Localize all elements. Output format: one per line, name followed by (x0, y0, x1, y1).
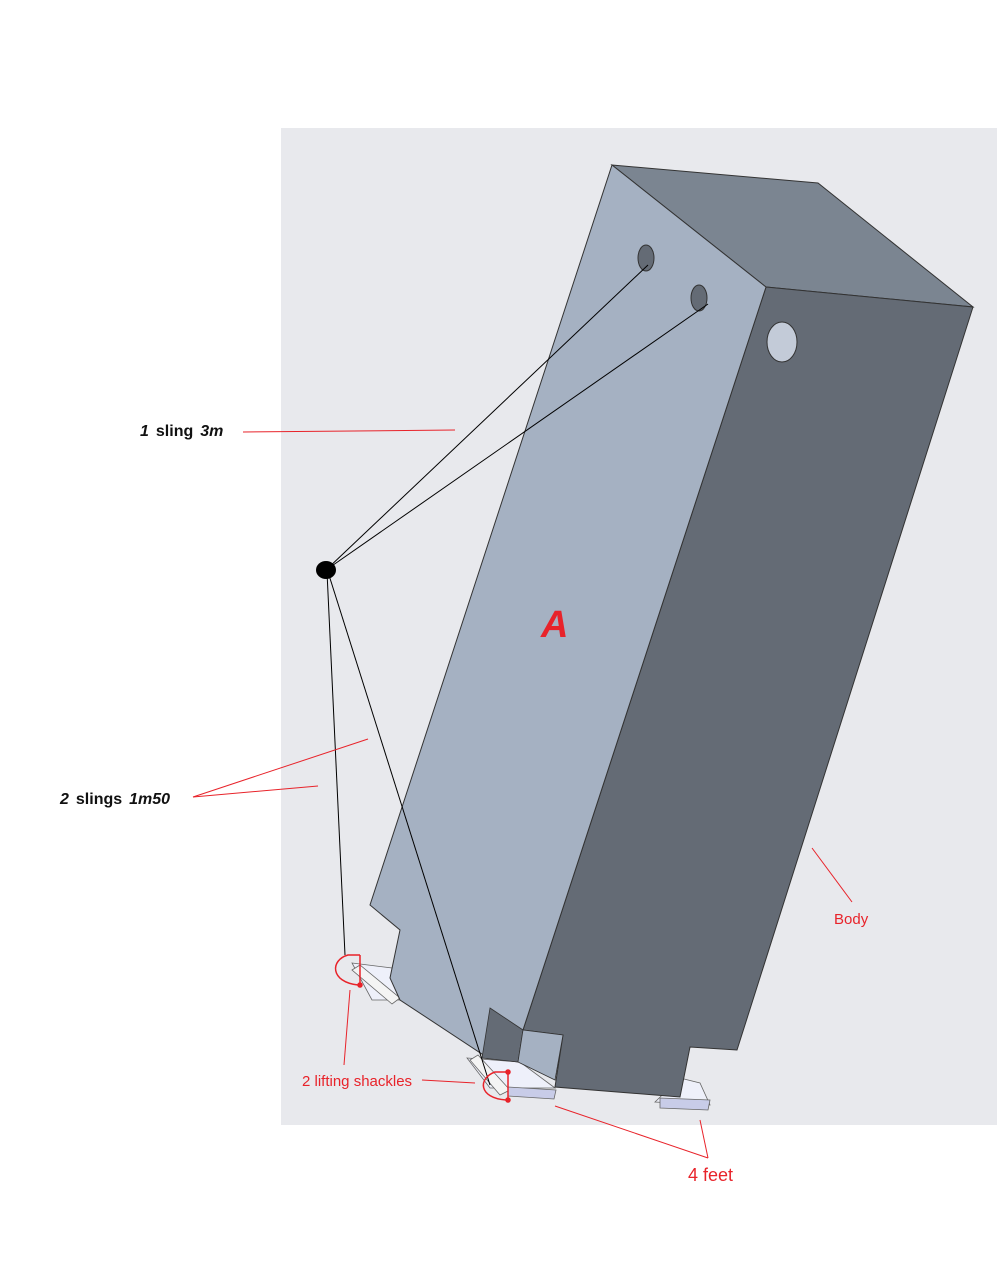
sling-word: sling (155, 423, 194, 440)
sling-length: 3m (200, 423, 224, 440)
sling-count: 1 (140, 423, 149, 440)
feet-label: 4 feet (688, 1165, 734, 1185)
slings (325, 264, 709, 1086)
sling-hole-1 (637, 244, 655, 272)
slings-count: 2 (60, 791, 69, 808)
shackles (334, 954, 511, 1103)
hook-point (316, 561, 336, 579)
side-hole (766, 321, 798, 363)
slings-length: 1m50 (129, 791, 171, 808)
body-face-a (369, 164, 767, 1063)
sling-3m-label: 1 sling 3m (140, 423, 223, 441)
shackles-label: 2 lifting shackles (302, 1073, 413, 1090)
annotation-leaders (192, 429, 853, 1159)
sling-hole-2 (690, 284, 708, 312)
slings-1m50-label: 2 slings 1m50 (60, 791, 170, 809)
body-label: Body (834, 911, 869, 928)
face-a-label: A (541, 604, 569, 646)
slings-word: slings (75, 791, 123, 808)
notch-side (517, 1029, 564, 1081)
